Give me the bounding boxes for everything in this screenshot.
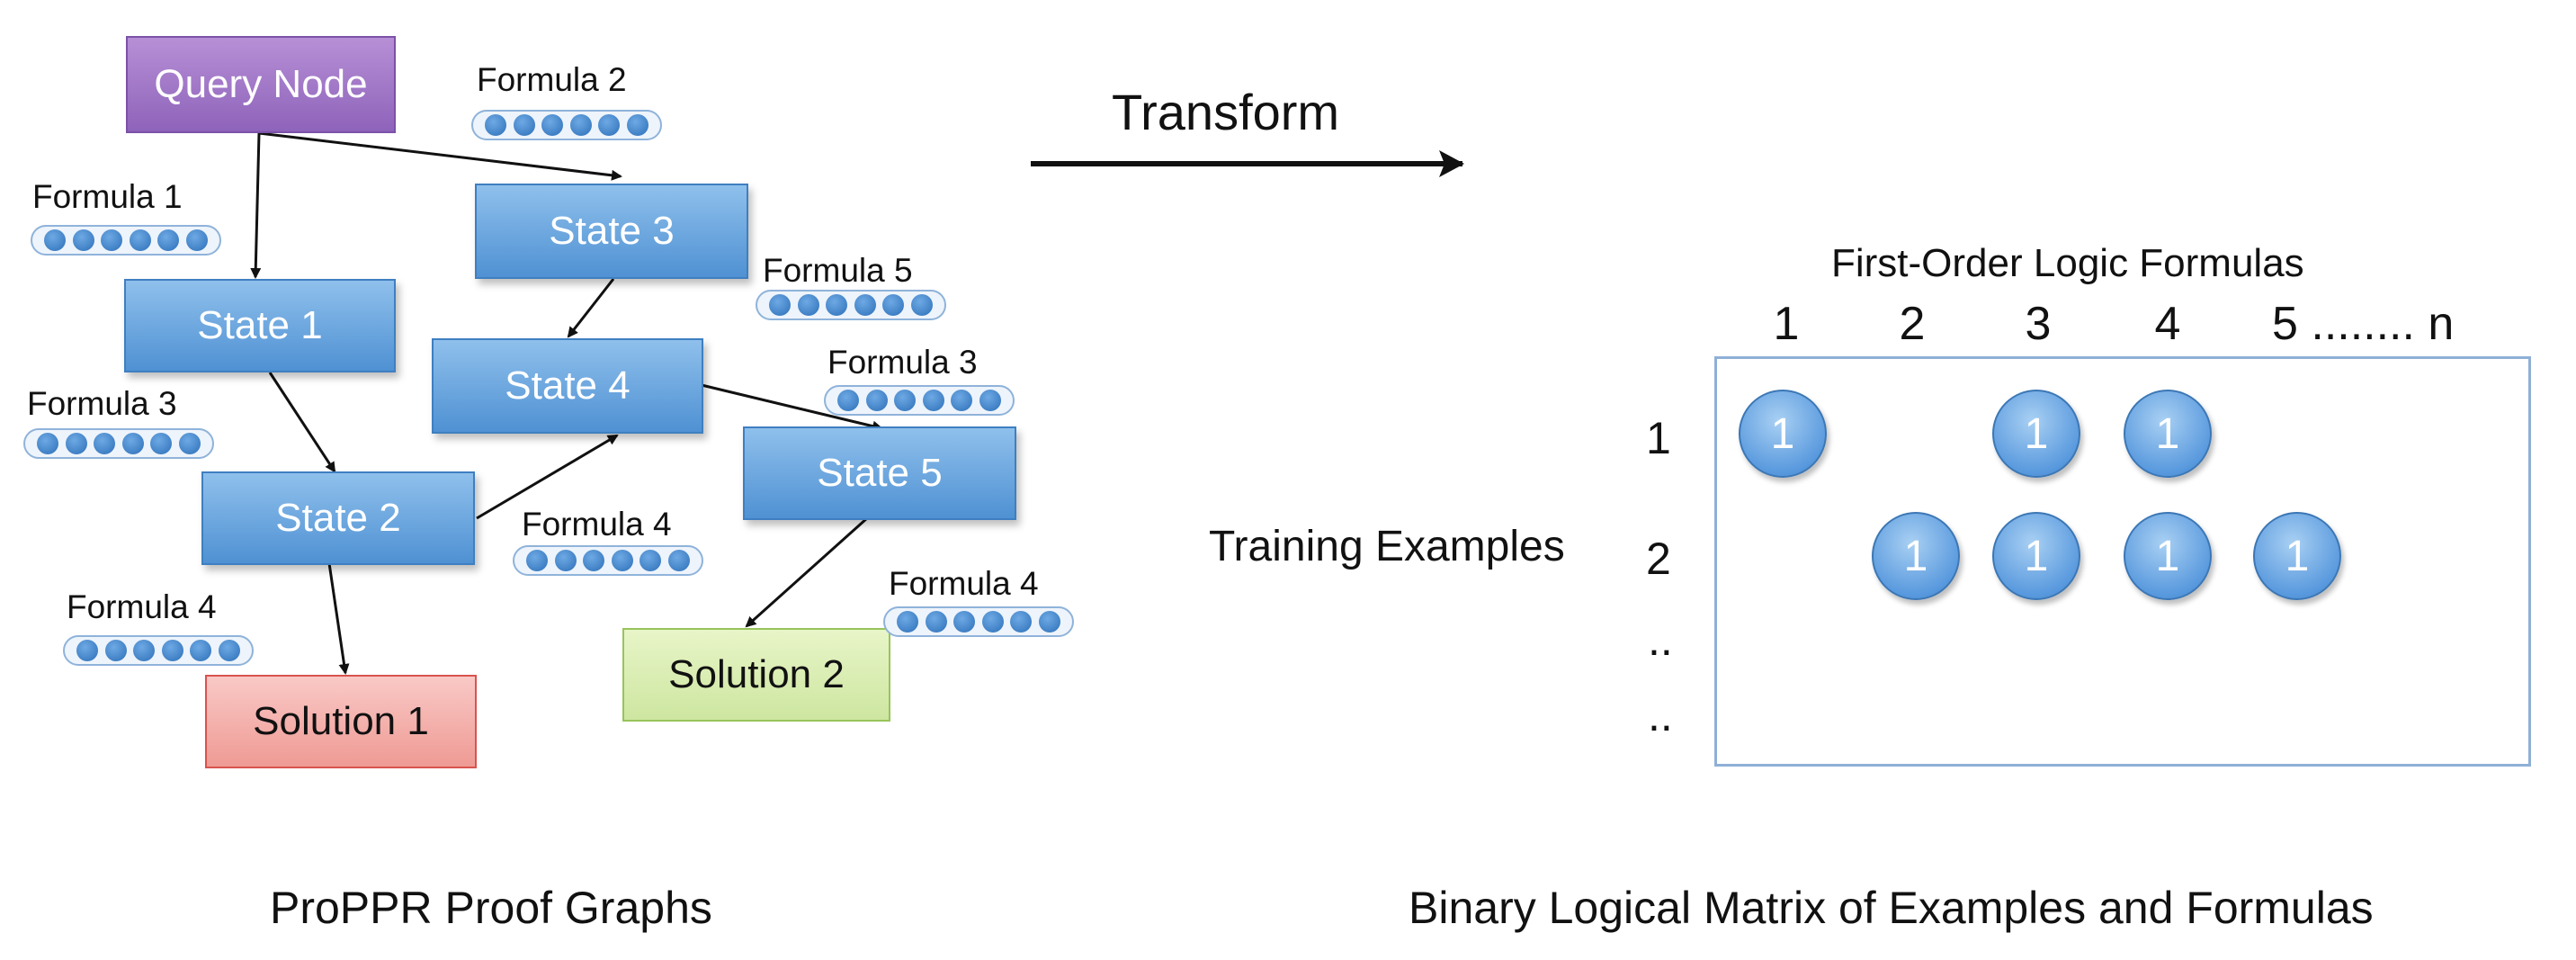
query-node-label: Query Node <box>154 62 368 106</box>
formula-label: Formula 1 <box>32 178 183 215</box>
matrix-column-header: 5 ........ n <box>2272 298 2455 350</box>
matrix-cell-r2-c3: 1 <box>1992 512 2080 600</box>
edge-state1-state2 <box>268 372 336 473</box>
formula-vector <box>883 606 1074 637</box>
formula-vector <box>63 635 254 666</box>
formula-label: Formula 2 <box>477 61 627 98</box>
formula-label: Formula 3 <box>827 344 978 381</box>
solution-1-label: Solution 1 <box>253 699 429 743</box>
state-3-label: State 3 <box>549 209 675 253</box>
edge-state2-solution1 <box>327 562 350 675</box>
matrix-cell-r2-c4: 1 <box>2124 512 2212 600</box>
matrix-cell-r1-c3: 1 <box>1992 390 2080 478</box>
formula-vector <box>23 428 214 459</box>
transform-label: Transform <box>1112 84 1340 140</box>
matrix-column-header: 1 <box>1773 298 1800 350</box>
edge-state5-solution2 <box>745 516 869 628</box>
edge-query-state1 <box>250 132 262 279</box>
edge-state2-state4 <box>476 434 619 520</box>
state-4-node: State 4 <box>432 338 703 434</box>
formula-label: Formula 4 <box>67 588 217 625</box>
matrix-cell-r1-c1: 1 <box>1739 390 1827 478</box>
edge-query-state3 <box>258 131 622 181</box>
matrix-cell-r2-c2: 1 <box>1872 512 1960 600</box>
formula-label: Formula 4 <box>522 506 672 543</box>
matrix-row-axis-label: Training Examples <box>1209 523 1565 570</box>
matrix-row-header: 1 <box>1646 413 1671 463</box>
edge-state4-state5 <box>701 383 883 432</box>
formula-vector <box>471 110 662 140</box>
state-2-node: State 2 <box>201 471 475 565</box>
solution-1-node: Solution 1 <box>205 675 477 768</box>
state-2-label: State 2 <box>275 496 401 540</box>
matrix-title: First-Order Logic Formulas <box>1831 241 2304 285</box>
matrix-caption: Binary Logical Matrix of Examples and Fo… <box>1409 883 2374 933</box>
state-3-node: State 3 <box>475 184 748 279</box>
state-1-label: State 1 <box>197 303 323 347</box>
matrix-cell-r2-c5: 1 <box>2253 512 2341 600</box>
query-node: Query Node <box>126 36 396 133</box>
state-5-label: State 5 <box>817 451 943 495</box>
binary-matrix: 1 1 1 1 1 1 1 <box>1714 356 2531 767</box>
matrix-column-header: 3 <box>2025 298 2052 350</box>
formula-vector <box>513 545 703 576</box>
formula-vector <box>824 385 1015 416</box>
matrix-column-header: 4 <box>2154 298 2181 350</box>
state-1-node: State 1 <box>124 279 396 372</box>
matrix-cell-r1-c4: 1 <box>2124 390 2212 478</box>
state-5-node: State 5 <box>743 426 1016 520</box>
formula-label: Formula 4 <box>889 565 1039 602</box>
formula-label: Formula 3 <box>27 385 177 422</box>
matrix-column-header: 2 <box>1899 298 1926 350</box>
matrix-row-header: .. <box>1648 690 1673 740</box>
state-4-label: State 4 <box>505 363 631 408</box>
matrix-row-header: .. <box>1648 615 1673 665</box>
solution-2-node: Solution 2 <box>622 628 890 722</box>
formula-vector <box>756 290 946 320</box>
solution-2-label: Solution 2 <box>668 652 845 696</box>
graph-caption: ProPPR Proof Graphs <box>270 883 712 933</box>
formula-label: Formula 5 <box>763 252 913 289</box>
edge-state3-state4 <box>567 278 615 338</box>
matrix-row-header: 2 <box>1646 534 1671 584</box>
formula-vector <box>31 225 221 256</box>
